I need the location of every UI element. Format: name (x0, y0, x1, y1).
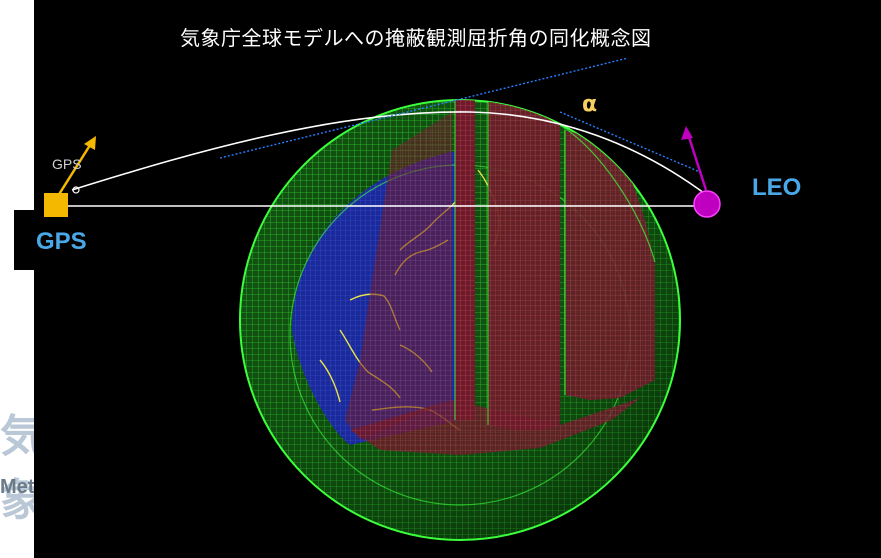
atmosphere-layers (345, 100, 655, 455)
leo-velocity-arrow (681, 126, 708, 191)
gps-satellite-icon (44, 193, 68, 217)
label-backdrop (14, 210, 38, 270)
watermark-logo: 気象 Meteor (0, 400, 34, 558)
gps-label: GPS (36, 228, 87, 255)
gps-waypoint-icon (72, 186, 80, 194)
tangent-ray-right (559, 111, 701, 173)
watermark-kanji: 気象 (0, 411, 34, 526)
gps-velocity-arrow (56, 136, 96, 197)
bent-ray (71, 111, 709, 197)
gps-label-small: GPS (52, 156, 82, 172)
bending-angle-label: α (582, 92, 598, 117)
leo-satellite-icon (693, 190, 721, 218)
diagram-title: 気象庁全球モデルへの掩蔽観測屈折角の同化概念図 (180, 26, 652, 50)
watermark-text: Meteor (0, 476, 34, 498)
leo-label: LEO (752, 174, 802, 201)
